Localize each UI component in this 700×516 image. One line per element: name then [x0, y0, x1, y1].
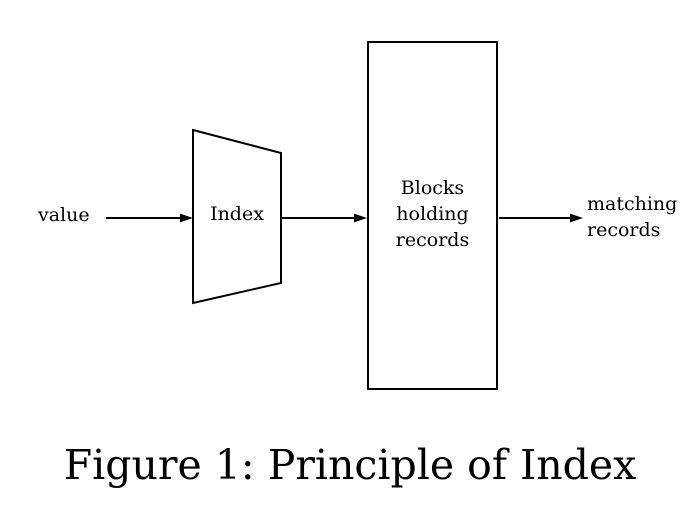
blocks-rectangle-shape	[367, 41, 498, 390]
value-to-index-arrow-head	[180, 213, 193, 223]
index-label: Index	[210, 203, 264, 225]
figure-caption: Figure 1: Principle of Index	[63, 441, 637, 489]
blocks-to-output-arrow-head	[570, 213, 583, 223]
value-label: value	[38, 204, 90, 226]
index-trapezoid-shape	[192, 128, 282, 305]
matching-records-label: matching records	[587, 193, 678, 241]
blocks-holding-records-label: Blocks holding records	[395, 177, 470, 251]
index-to-blocks-arrow-head	[354, 213, 367, 223]
